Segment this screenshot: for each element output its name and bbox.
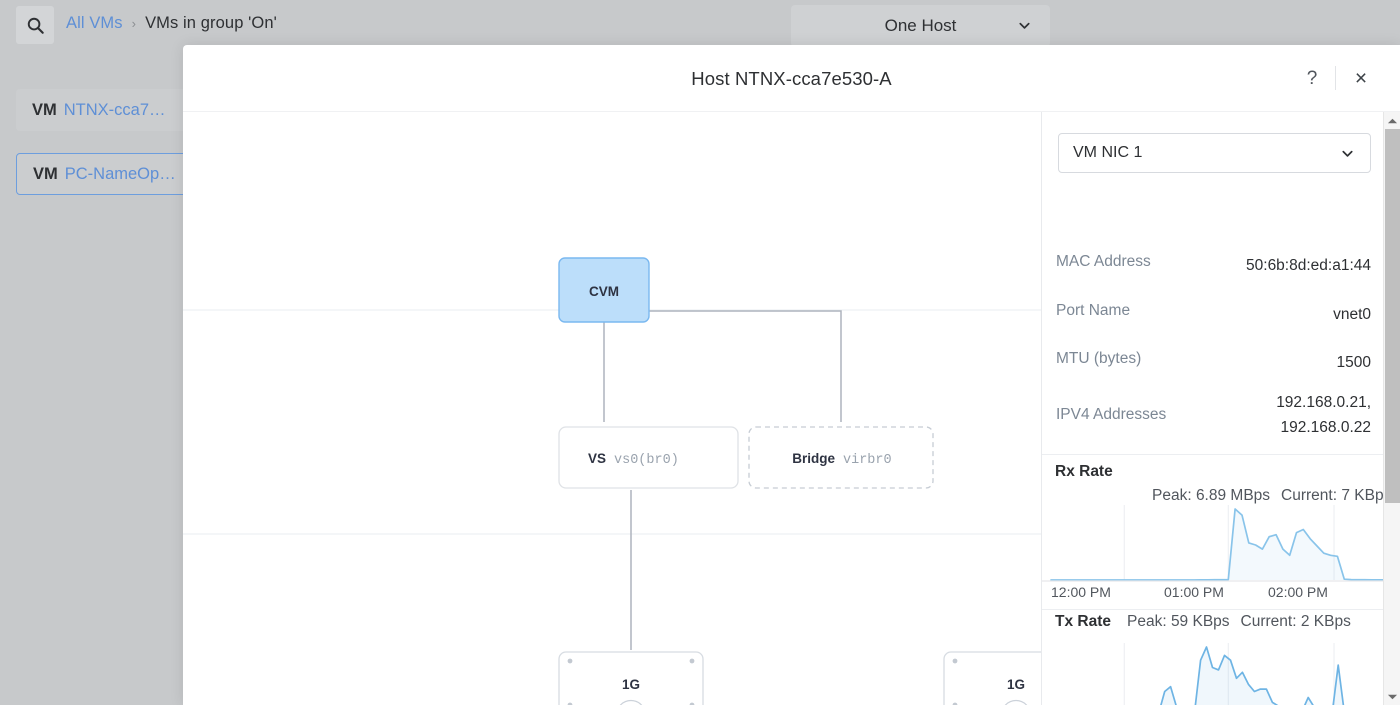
- tick-label: 12:00 PM: [1051, 584, 1111, 600]
- chart-area-rx: [1051, 509, 1392, 580]
- chart-svg-rx: [1042, 505, 1400, 582]
- diagram-canvas: CVM VS vs0(br0) Bridge virbr0 1: [183, 257, 1041, 705]
- property-value: 50:6b:8d:ed:a1:44: [1246, 257, 1371, 274]
- nic-selector-dropdown[interactable]: VM NIC 1: [1058, 133, 1371, 173]
- diagram-node-nic-2[interactable]: 1G: [943, 651, 1041, 705]
- ethernet-port-icon: [619, 699, 643, 705]
- chevron-down-icon: [1340, 146, 1355, 166]
- chart-line-rx: [1050, 508, 1393, 581]
- diagram-node-virbr0[interactable]: Bridge virbr0: [748, 426, 934, 489]
- nic-selector-value: VM NIC 1: [1073, 144, 1143, 161]
- node-label-vs: VS: [588, 451, 606, 466]
- header-divider: [1335, 66, 1336, 90]
- top-bar: All VMs › VMs in group 'On' One Host: [0, 0, 1400, 52]
- nic-detail-panel: VM NIC 1 MAC Address 50:6b:8d:ed:a1:44 P…: [1041, 112, 1400, 705]
- vm-name-label: NTNX-cca7…: [63, 100, 166, 119]
- chart-peak-label-tx: Peak: 59 KBps: [1127, 613, 1230, 630]
- chart-axis-rx: 12:00 PM 01:00 PM 02:00 PM: [1042, 584, 1400, 604]
- section-divider-rx: [1042, 454, 1400, 455]
- chart-svg-tx: [1123, 643, 1345, 705]
- host-detail-modal: Host NTNX-cca7e530-A ? × CVM: [183, 45, 1400, 705]
- diagram-node-cvm[interactable]: CVM: [558, 257, 650, 323]
- chart-title-tx: Tx Rate: [1055, 613, 1111, 630]
- close-button[interactable]: ×: [1348, 65, 1374, 92]
- chart-current-label-rx: Current: 7 KBps: [1281, 487, 1392, 504]
- property-row-mac-address: MAC Address 50:6b:8d:ed:a1:44: [1056, 253, 1371, 278]
- list-item-vm-1[interactable]: VM NTNX-cca7…: [16, 89, 206, 131]
- scroll-up-button[interactable]: [1384, 112, 1400, 129]
- node-sublabel-virbr0: virbr0: [843, 453, 892, 468]
- link-cvm-to-bridge: [604, 310, 842, 422]
- property-key: Port Name: [1056, 302, 1131, 319]
- page-title: Host NTNX-cca7e530-A: [691, 67, 892, 89]
- modal-header: Host NTNX-cca7e530-A ? ×: [183, 45, 1400, 112]
- property-key: MAC Address: [1056, 253, 1151, 270]
- chart-current-label-tx: Current: 2 KBps: [1240, 613, 1351, 630]
- host-scope-selector[interactable]: One Host: [791, 5, 1050, 47]
- property-key: MTU (bytes): [1056, 350, 1142, 367]
- node-label-bridge: Bridge: [792, 451, 835, 466]
- property-row-ipv4-addresses: IPV4 Addresses 192.168.0.21, 192.168.0.2…: [1056, 390, 1371, 440]
- ethernet-port-icon: [1004, 699, 1028, 705]
- chart-area-tx: [1160, 647, 1344, 705]
- chart-plot-rx: [1042, 503, 1400, 583]
- chart-plot-tx: [1042, 641, 1400, 705]
- node-label-nic-2: 1G: [1007, 677, 1025, 692]
- vm-name-label: PC-NameOp…: [64, 164, 176, 183]
- property-value: 192.168.0.21, 192.168.0.22: [1276, 394, 1371, 437]
- tick-label: 01:00 PM: [1164, 584, 1224, 600]
- scroll-down-button[interactable]: [1384, 688, 1400, 705]
- chart-rx-rate: Rx Rate Peak: 6.89 MBps Current: 7 KBps …: [1042, 463, 1400, 613]
- property-key: IPV4 Addresses: [1056, 406, 1167, 424]
- search-icon: [26, 16, 45, 35]
- host-scope-label: One Host: [884, 16, 957, 35]
- tick-label: 02:00 PM: [1268, 584, 1328, 600]
- diagram-node-vs0[interactable]: VS vs0(br0): [558, 426, 739, 489]
- search-button[interactable]: [16, 6, 54, 44]
- breadcrumb: All VMs › VMs in group 'On': [66, 14, 277, 33]
- scrollbar-thumb[interactable]: [1385, 129, 1400, 503]
- help-button[interactable]: ?: [1299, 65, 1325, 92]
- breadcrumb-separator: ›: [131, 16, 137, 31]
- property-row-port-name: Port Name vnet0: [1056, 302, 1371, 327]
- property-row-mtu: MTU (bytes) 1500: [1056, 350, 1371, 375]
- chart-peak-label-rx: Peak: 6.89 MBps: [1152, 487, 1271, 504]
- section-divider-tx: [1042, 609, 1400, 610]
- chart-stats-rx: Peak: 6.89 MBps Current: 7 KBps: [1152, 487, 1391, 509]
- property-value: vnet0: [1333, 306, 1371, 323]
- diagram-node-nic-1[interactable]: 1G: [558, 651, 704, 705]
- host-network-diagram: CVM VS vs0(br0) Bridge virbr0 1: [183, 112, 1041, 705]
- chart-line-tx: [1160, 646, 1345, 705]
- chart-tx-rate: Tx Rate Peak: 59 KBps Current: 2 KBps 12…: [1042, 613, 1400, 705]
- close-icon: ×: [1354, 66, 1368, 90]
- list-item-vm-2[interactable]: VM PC-NameOp…: [16, 153, 206, 195]
- node-sublabel-vs0: vs0(br0): [614, 453, 679, 468]
- chart-title-rx: Rx Rate: [1055, 463, 1113, 480]
- chevron-up-icon: [1387, 112, 1398, 130]
- detail-panel-scrollbar[interactable]: [1383, 112, 1400, 705]
- chevron-down-icon: [1387, 688, 1398, 705]
- vm-type-tag: VM: [33, 164, 58, 183]
- property-value: 1500: [1336, 354, 1371, 371]
- breadcrumb-link-all-vms[interactable]: All VMs: [66, 14, 123, 32]
- node-label-cvm: CVM: [589, 284, 619, 299]
- chevron-down-icon: [1017, 18, 1032, 38]
- node-label-nic-1: 1G: [622, 677, 640, 692]
- chart-stats-tx: Peak: 59 KBps Current: 2 KBps: [1127, 613, 1351, 635]
- question-mark-icon: ?: [1306, 67, 1318, 89]
- breadcrumb-current: VMs in group 'On': [145, 14, 277, 32]
- vm-type-tag: VM: [32, 100, 57, 119]
